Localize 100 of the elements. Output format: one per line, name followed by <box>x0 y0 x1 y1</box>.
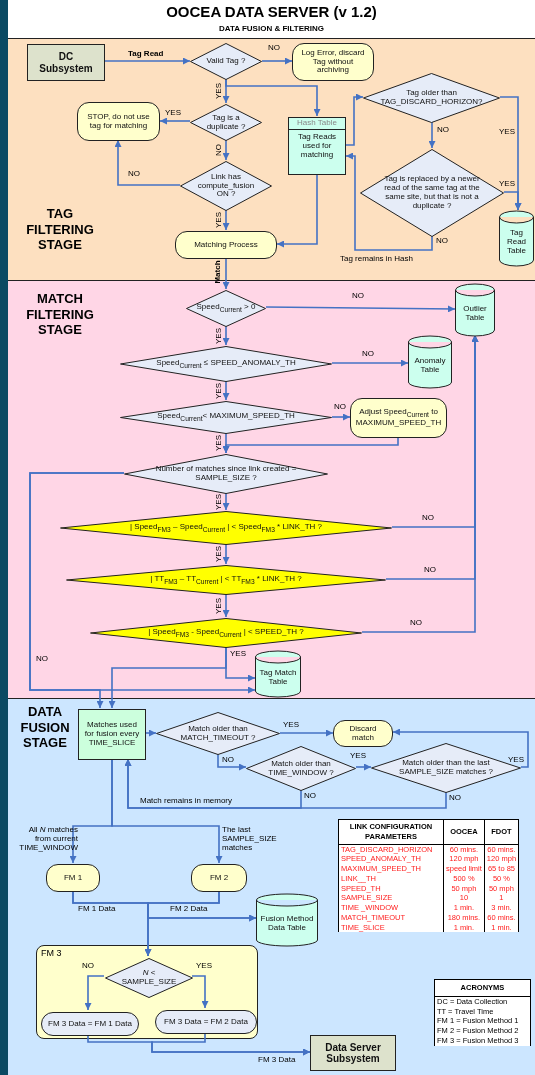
decision-diamond: | Speed$_{FM3}$ – Speed$_{Current}$ | < Speed$_{FM3}$ * LINK_TH ? <box>60 511 392 545</box>
arrow <box>222 436 399 454</box>
arrow <box>124 758 447 809</box>
edge-label: NO <box>424 566 436 575</box>
edge-label: NO <box>436 237 448 246</box>
rounded-box: Log Error, discard Tag without archiving <box>292 43 374 81</box>
arrow <box>29 472 125 709</box>
arrow <box>222 380 230 401</box>
stage-title: DATA FUSION STAGE <box>19 704 71 751</box>
edge-label: Tag Read <box>128 50 164 59</box>
rounded-box: Adjust Speed$_{Current}$ to MAXIMUM_SPEED_TH <box>350 398 447 438</box>
edge-label: The last SAMPLE_SIZE matches <box>222 826 278 853</box>
rounded-box: STOP, do not use tag for matching <box>77 102 160 141</box>
decision-diamond: Link has compute_fusion ON ? <box>180 161 272 211</box>
rounded-box: FM 2 <box>191 864 247 892</box>
arrow <box>145 729 157 737</box>
edge-label: NO <box>422 514 434 523</box>
database-cylinder: Fusion Method Data Table <box>256 894 318 946</box>
arrow <box>331 413 351 421</box>
stage-title: TAG FILTERING STAGE <box>25 206 95 253</box>
arrow <box>114 139 181 186</box>
edge-label: Match <box>213 260 223 284</box>
subtitle: DATA FUSION & FILTERING <box>218 24 325 33</box>
edge-label: NO <box>82 962 94 971</box>
arrow <box>222 139 230 161</box>
decision-diamond: Valid Tag ? <box>190 43 262 80</box>
edge-label: FM 2 Data <box>170 905 208 914</box>
note: Tag remains in Hash <box>340 255 413 264</box>
process-box: Data Server Subsystem <box>310 1035 396 1071</box>
edge-label: YES <box>214 212 224 228</box>
arrow <box>222 543 230 565</box>
edge-label: NO <box>362 350 374 359</box>
arrow <box>222 209 230 231</box>
arrow <box>345 152 433 251</box>
edge-label: NO <box>268 44 280 53</box>
edge-label: NO <box>36 655 48 664</box>
arrow <box>261 57 293 65</box>
arrow <box>503 191 522 211</box>
arrow <box>104 57 191 65</box>
arrow <box>355 763 372 771</box>
arrow <box>108 646 227 709</box>
database-cylinder: Outlier Table <box>455 284 495 336</box>
edge-label: YES <box>214 546 224 562</box>
arrow <box>159 117 191 125</box>
process-box: Matches used for fusion every TIME_SLICE <box>78 709 146 760</box>
stage-band <box>8 698 535 1075</box>
group-box <box>36 945 258 1039</box>
edge-label: NO <box>128 170 140 179</box>
arrow <box>222 325 230 346</box>
edge-label: NO <box>334 403 346 412</box>
database-cylinder: Tag Read Table <box>499 211 534 266</box>
rounded-box: FM 1 <box>46 864 100 892</box>
note: Match remains in memory <box>140 797 233 806</box>
edge-label: YES <box>350 752 366 761</box>
arrow <box>331 359 409 367</box>
arrow <box>151 1031 311 1056</box>
edge-label: YES <box>499 128 515 137</box>
edge-label: YES <box>508 756 524 765</box>
decision-diamond: Speed$_{Current}$ ≤ SPEED_ANOMALY_TH <box>120 346 332 382</box>
edge-label: YES <box>499 180 515 189</box>
edge-label: NO <box>437 126 449 135</box>
arrow <box>345 93 364 146</box>
decision-diamond: Speed$_{Current}$ > 0 <box>186 290 266 327</box>
decision-diamond: N < SAMPLE_SIZE <box>105 958 193 998</box>
decision-diamond: Match older than MATCH_TIMEOUT ? <box>156 712 280 755</box>
edge-label: YES <box>214 328 224 344</box>
decision-diamond: Speed$_{Current}$< MAXIMUM_SPEED_TH <box>120 401 332 434</box>
decision-diamond: | Speed$_{FM3}$ - Speed$_{Current}$ | < SPEED_TH ? <box>90 618 362 648</box>
edge-label: YES <box>165 109 181 118</box>
table-box: Hash Table Tag Reads used for matching <box>288 117 346 175</box>
decision-diamond: Number of matches since link created = SAMPLE_SIZE ? <box>124 454 328 494</box>
arrow <box>222 492 230 511</box>
edge-label: All N matches from current TIME_WINDOW <box>18 826 78 853</box>
arrow <box>392 728 529 768</box>
edge-label: FM 3 Data <box>258 1056 296 1065</box>
arrow <box>217 753 247 771</box>
process-box: DC Subsystem <box>27 44 105 81</box>
arrow <box>428 121 436 149</box>
arrow <box>191 975 209 1009</box>
edge-label: FM 1 Data <box>78 905 116 914</box>
edge-label: YES <box>214 435 224 451</box>
decision-diamond: | TT$_{FM3}$ – TT$_{Current}$ | < TT$_{FM3}$ * LINK_TH ? <box>66 565 386 595</box>
edge-label: YES <box>214 598 224 614</box>
arrow <box>222 257 230 290</box>
rounded-box: FM 3 Data = FM 2 Data <box>155 1010 257 1034</box>
edge-label: YES <box>214 83 224 99</box>
arrow <box>225 78 321 117</box>
arrow <box>361 334 479 633</box>
edge-label: NO <box>352 292 364 301</box>
edge-label: YES <box>196 962 212 971</box>
database-cylinder: Anomaly Table <box>408 336 452 388</box>
arrow <box>222 593 230 618</box>
edge-label: YES <box>230 650 246 659</box>
rounded-box: Discard match <box>333 720 393 747</box>
arrow <box>279 729 334 737</box>
decision-diamond: Tag is a duplicate ? <box>190 104 262 141</box>
edge-label: NO <box>222 756 234 765</box>
title: OOCEA DATA SERVER (v 1.2) <box>165 3 378 20</box>
arrow <box>84 975 105 1011</box>
rounded-box: Matching Process <box>175 231 277 259</box>
